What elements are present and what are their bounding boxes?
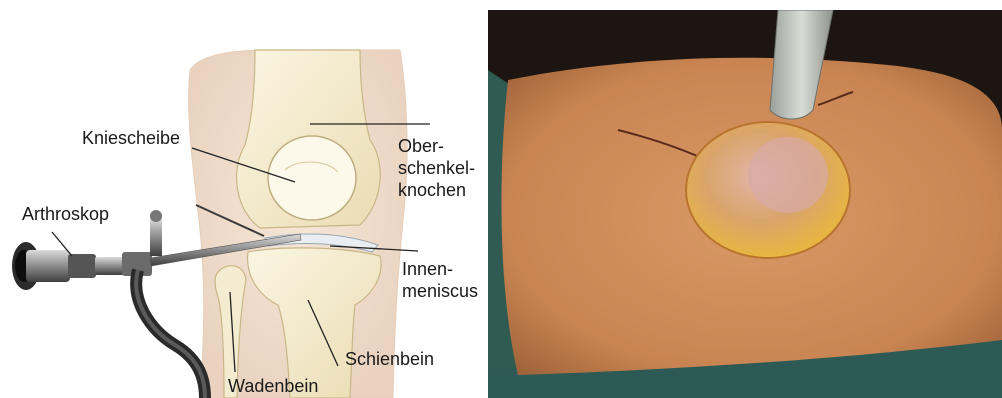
surgical-photo bbox=[488, 10, 1002, 398]
surgical-photo-illustration bbox=[488, 10, 1002, 398]
knee-diagram: Kniescheibe Ober- schenkel- knochen Arth… bbox=[0, 0, 488, 398]
label-oberschenkelknochen: Ober- schenkel- knochen bbox=[398, 135, 475, 201]
label-innenmeniscus: Innen- meniscus bbox=[402, 258, 478, 302]
label-arthroskop: Arthroskop bbox=[22, 204, 109, 224]
label-wadenbein: Wadenbein bbox=[228, 376, 318, 396]
label-kniescheibe: Kniescheibe bbox=[82, 128, 180, 148]
label-schienbein: Schienbein bbox=[345, 349, 434, 369]
